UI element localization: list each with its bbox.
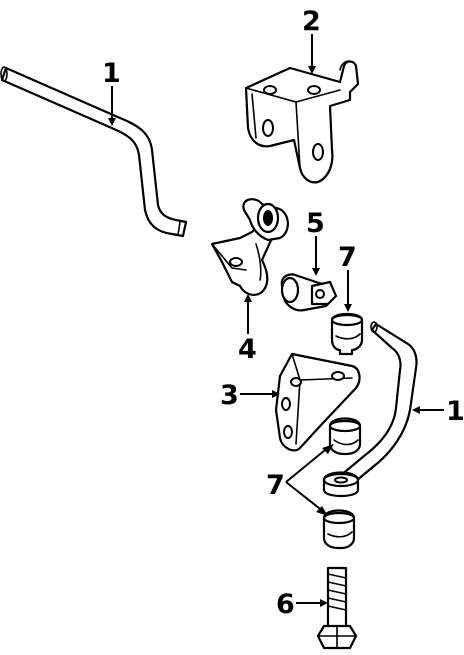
arrowhead-5 bbox=[312, 268, 320, 276]
arrowhead-3 bbox=[272, 390, 280, 398]
arrowhead-7b-up bbox=[322, 444, 334, 454]
arrowhead-7a bbox=[344, 304, 352, 312]
bushing-top bbox=[330, 312, 364, 356]
callout-1-upper: 1 bbox=[102, 58, 121, 89]
callout-7-top: 7 bbox=[338, 242, 357, 273]
arrowhead-1a bbox=[108, 118, 116, 126]
arrowhead-7b-down bbox=[316, 506, 328, 516]
bushing-bottom bbox=[322, 509, 356, 550]
arrowhead-6 bbox=[320, 599, 328, 607]
arrowhead-2 bbox=[308, 66, 316, 74]
callout-2: 2 bbox=[302, 6, 321, 37]
stabilizer-bar-lower bbox=[338, 321, 418, 488]
callout-6: 6 bbox=[276, 589, 295, 620]
bushing-middle bbox=[328, 417, 362, 456]
callout-4: 4 bbox=[238, 334, 257, 365]
arrowhead-4 bbox=[244, 294, 252, 302]
bushing-clamp bbox=[280, 273, 338, 312]
link-bracket bbox=[210, 198, 289, 296]
leader-lines bbox=[108, 34, 444, 607]
callout-5: 5 bbox=[306, 208, 325, 239]
callout-1-lower: 1 bbox=[446, 396, 464, 427]
callout-7-bottom: 7 bbox=[266, 470, 285, 501]
frame-bracket bbox=[244, 60, 360, 184]
bolt bbox=[316, 566, 358, 650]
stabilizer-bar-upper bbox=[0, 66, 188, 238]
arrowhead-1b bbox=[412, 406, 420, 414]
callout-3: 3 bbox=[220, 380, 239, 411]
lower-bracket bbox=[274, 352, 361, 452]
leader-7b-up bbox=[285, 445, 331, 483]
callout-labels: 1 2 5 7 4 3 1 7 6 bbox=[102, 6, 464, 620]
washer bbox=[322, 471, 360, 498]
leader-7b-down bbox=[285, 481, 325, 513]
